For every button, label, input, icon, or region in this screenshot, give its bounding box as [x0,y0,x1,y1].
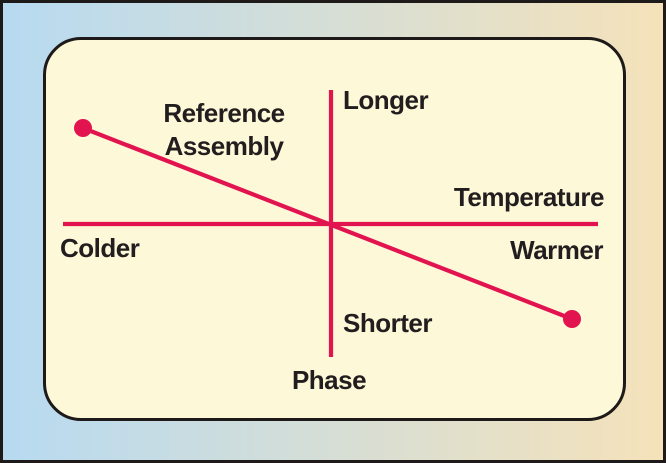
diagram-panel [43,37,626,421]
reference-line-right-endpoint-dot [563,310,581,328]
y-axis-negative-label: Shorter [343,308,432,338]
reference-line-left-endpoint-dot [74,119,92,137]
y-axis-positive-label: Longer [343,85,429,115]
x-axis-negative-label: Colder [60,233,140,263]
x-axis-title: Temperature [453,182,605,212]
reference-assembly-line [82,126,573,321]
x-axis-positive-label: Warmer [510,235,603,265]
y-axis-title: Phase [291,365,367,395]
reference-assembly-label: Reference Assembly [163,98,285,161]
